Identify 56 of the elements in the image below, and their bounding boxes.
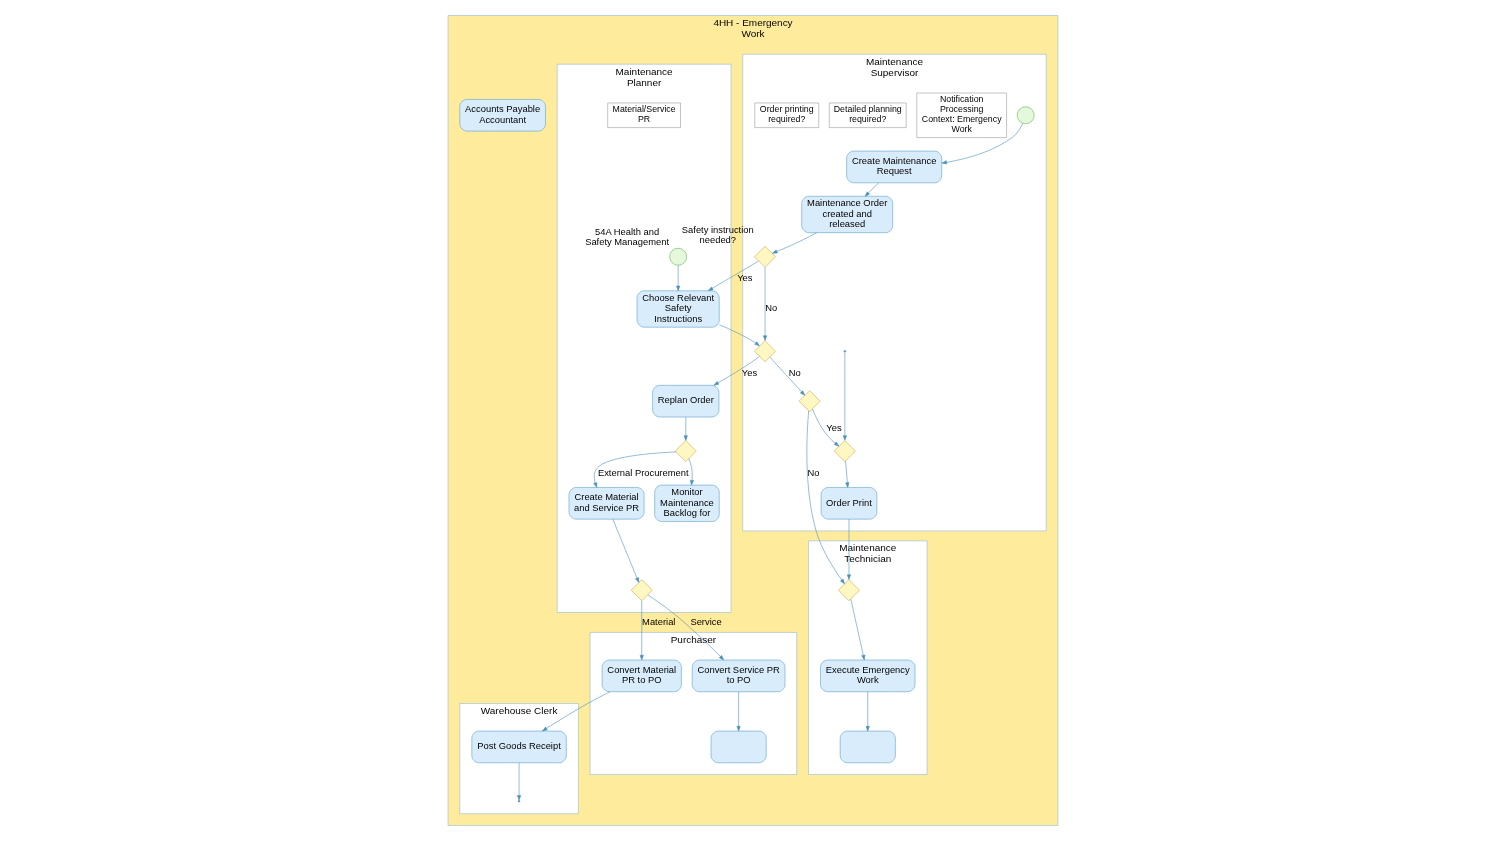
node-box: Create Maintenance Request xyxy=(845,150,942,184)
arrow xyxy=(769,356,805,396)
node-box: Accounts Payable Accountant xyxy=(459,99,546,132)
arrow xyxy=(811,408,839,447)
node-box: Maintenance Order created and released xyxy=(800,196,893,233)
arrow xyxy=(688,458,694,486)
node-box: Detailed planning required? xyxy=(828,102,906,128)
node-diamond xyxy=(674,440,697,462)
edge-label: External Procurement xyxy=(597,466,689,478)
node-box xyxy=(710,730,766,764)
node-circle xyxy=(668,247,687,266)
node-box: Convert Service PR to PO xyxy=(691,659,785,693)
edge-label: No xyxy=(764,302,777,314)
arrow xyxy=(675,265,680,292)
arrow xyxy=(592,451,676,488)
arrow xyxy=(639,600,644,661)
arrow xyxy=(865,691,870,732)
arrow xyxy=(713,356,760,386)
arrow xyxy=(647,594,724,661)
arrow xyxy=(541,691,610,732)
node-box: Create Material and Service PR xyxy=(568,487,644,520)
node-circle xyxy=(1016,106,1034,125)
node-box: Convert Material PR to PO xyxy=(601,659,682,693)
arrow xyxy=(707,260,759,291)
node-box: Execute Emergency Work xyxy=(819,659,915,693)
arrow xyxy=(850,598,865,661)
node-box: Replan Order xyxy=(651,385,719,418)
arrow xyxy=(844,460,849,488)
edge-label: Material xyxy=(641,615,675,627)
arrow xyxy=(612,518,639,583)
node-box: Monitor Maintenance Backlog for xyxy=(653,484,720,522)
node-box xyxy=(839,730,896,764)
arrow xyxy=(736,691,741,732)
node-box: Material/Service PR xyxy=(606,102,681,128)
edge-label: Yes xyxy=(825,421,842,433)
arrow xyxy=(941,123,1023,165)
arrow xyxy=(806,410,845,585)
arrow xyxy=(846,518,851,580)
arrow xyxy=(842,351,847,441)
arrow xyxy=(864,182,879,197)
node-label: Safety instruction needed? xyxy=(681,223,754,246)
node-box: Post Goods Receipt xyxy=(471,730,567,764)
edge-label: Yes xyxy=(736,272,752,284)
edge-label: No xyxy=(788,366,801,378)
node-box: Order printing required? xyxy=(753,102,819,128)
edge-label: Service xyxy=(689,615,722,627)
arrow xyxy=(771,232,817,254)
edge-label: Yes xyxy=(741,366,757,378)
node-box: Notification Processing Context: Emergency Work xyxy=(916,92,1007,138)
edge-label: No xyxy=(806,466,819,478)
node-box: Order Print xyxy=(820,487,877,520)
arrow xyxy=(718,324,760,347)
arrow xyxy=(762,267,767,341)
node-box: Choose Relevant Safety Instructions xyxy=(636,290,720,328)
node-label: 54A Health and Safety Management xyxy=(584,225,669,248)
arrow xyxy=(683,416,688,441)
